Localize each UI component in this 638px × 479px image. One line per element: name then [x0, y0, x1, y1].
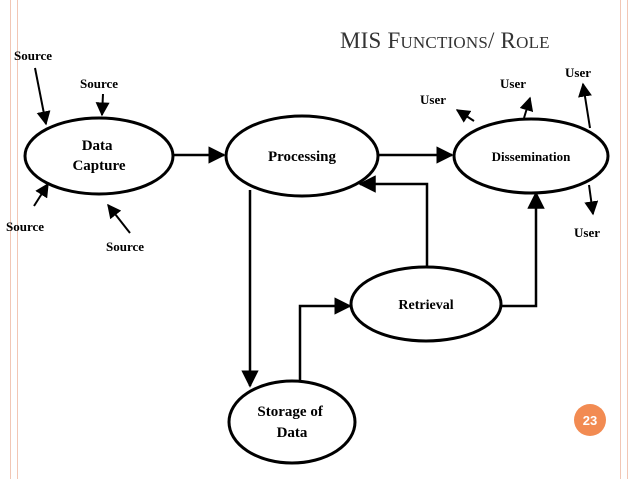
user-label-4: User: [574, 225, 600, 240]
left-border-line-inner: [17, 0, 18, 479]
user-label-3: User: [565, 65, 591, 80]
retrieval-label: Retrieval: [398, 298, 453, 313]
right-border-line: [627, 0, 628, 479]
user-arrow-2: [519, 96, 534, 119]
user-arrow-1: [455, 109, 475, 123]
source-label-bottom-left: Source: [6, 219, 44, 234]
dissemination-label: Dissemination: [492, 149, 572, 164]
data-capture-label: Data Capture: [72, 138, 125, 174]
retrieval-to-dissemination-arrow: [501, 191, 545, 308]
storage-label: Storage of Data: [257, 404, 326, 441]
user-arrow-3: [578, 82, 592, 129]
source-arrow-1: [34, 67, 51, 126]
title-rest-1: unctions: [400, 33, 488, 52]
left-border-line: [10, 0, 11, 479]
source-arrow-2: [95, 93, 110, 117]
retrieval-to-processing-arrow: [358, 175, 429, 266]
title-separator: /: [488, 28, 501, 53]
storage-node: [227, 379, 357, 465]
processing-label: Processing: [268, 149, 337, 165]
source-label-bottom: Source: [106, 239, 144, 254]
title-initial-2: R: [500, 28, 517, 53]
user-arrow-4: [584, 184, 599, 216]
user-label-2: User: [500, 76, 526, 91]
source-label-top: Source: [80, 76, 118, 91]
title-initial-1: MIS F: [340, 28, 401, 53]
source-arrow-3: [33, 182, 49, 207]
user-label-1: User: [420, 92, 446, 107]
source-arrow-4: [107, 203, 131, 234]
source-label-top-left: Source: [14, 48, 52, 63]
right-border-line-inner: [620, 0, 621, 479]
processing-node: [224, 114, 380, 198]
page-number-badge: 23: [574, 404, 606, 436]
title-rest-2: ole: [516, 33, 550, 52]
data-capture-node: [23, 116, 175, 196]
storage-to-retrieval-arrow: [298, 297, 352, 380]
slide-title: MIS Functions/ Role: [340, 28, 600, 54]
